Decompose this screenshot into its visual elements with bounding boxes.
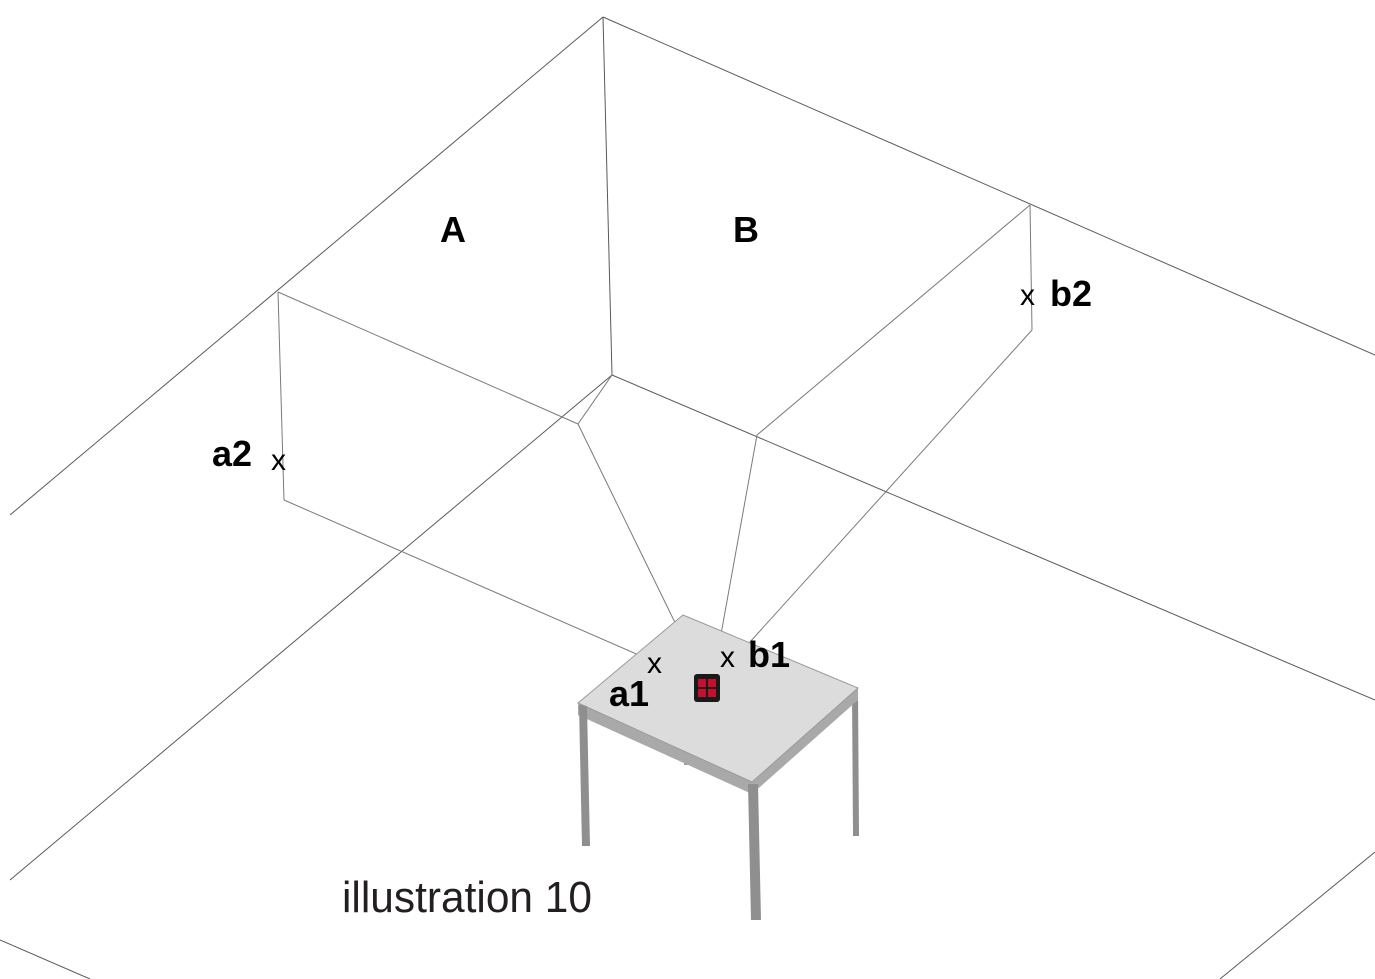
laser-line-a-upper	[277, 291, 579, 425]
room-outline	[0, 16, 1375, 979]
laser-line-b-lower	[711, 329, 1033, 685]
wall-b-label: B	[733, 209, 759, 250]
wall-b-top-edge	[602, 16, 1375, 356]
point-b1-label: b1	[748, 634, 790, 675]
table-leg-front-left	[579, 705, 590, 846]
point-a2-label: a2	[212, 433, 252, 474]
table-apron	[578, 688, 858, 794]
laser-line-b-vertical	[1029, 204, 1033, 331]
table-leg-front-right	[748, 784, 761, 920]
laser-line-a-vertical	[277, 291, 285, 501]
point-a2-mark: x	[271, 444, 286, 477]
floor-edge-left	[9, 374, 613, 881]
illustration-caption: illustration 10	[342, 873, 592, 922]
table-leg-back-right	[852, 690, 859, 836]
cross-line-laser-icon	[694, 674, 720, 702]
point-b2-label: b2	[1050, 273, 1092, 314]
point-a1-mark: x	[647, 647, 662, 680]
wall-corner-edge	[602, 16, 613, 376]
laser-line-b-upper	[756, 204, 1031, 436]
floor-edge-bottom-right	[1219, 851, 1375, 979]
point-b1-mark: x	[720, 641, 735, 674]
floor-edge-right	[611, 374, 1375, 701]
floor-edge-bottom-left	[0, 939, 91, 979]
laser-lines	[277, 204, 1033, 685]
wall-a-top-edge	[9, 16, 604, 516]
table	[577, 614, 859, 920]
point-a1-label: a1	[609, 673, 649, 714]
laser-line-corner	[577, 374, 613, 425]
point-b2-mark: x	[1020, 279, 1035, 312]
laser-line-a-lower	[283, 499, 706, 685]
wall-a-label: A	[440, 209, 466, 250]
